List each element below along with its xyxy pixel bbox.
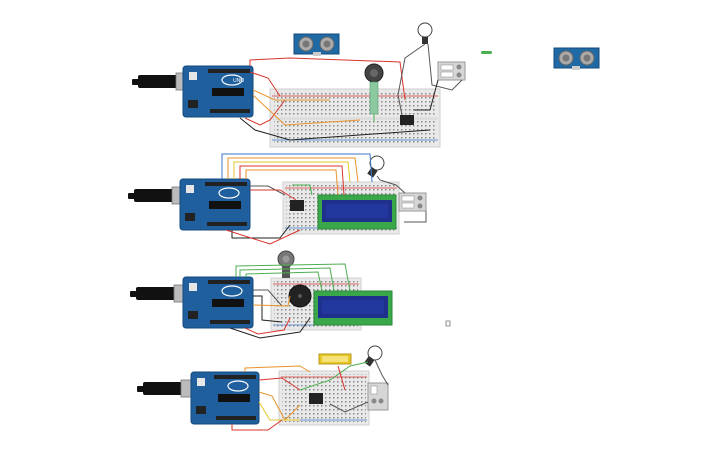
wires-4 — [231, 359, 389, 431]
breadboard-1[interactable] — [269, 88, 441, 148]
small-part[interactable] — [445, 320, 451, 327]
ic-chip-3[interactable] — [309, 393, 323, 404]
light-bulb-1[interactable] — [417, 22, 433, 44]
arduino-uno-4[interactable] — [190, 371, 260, 425]
potentiometer-2[interactable] — [277, 250, 295, 278]
usb-cable-4 — [137, 379, 196, 398]
circuit-2 — [128, 153, 427, 245]
arduino-uno-2[interactable] — [179, 178, 251, 231]
lcd-16x2-2[interactable] — [313, 290, 393, 326]
circuit-4 — [137, 345, 389, 431]
breadboard-4[interactable] — [278, 370, 370, 426]
relay-1[interactable] — [437, 61, 466, 81]
green-led[interactable] — [481, 51, 492, 54]
arduino-logo-text: UNO — [233, 78, 244, 84]
arduino-uno-1[interactable]: UNO — [182, 65, 254, 118]
wires-2 — [221, 153, 427, 245]
lcd-16x2-1[interactable] — [317, 194, 397, 230]
lcd-small[interactable] — [318, 353, 352, 365]
wires-3 — [229, 263, 351, 339]
ultrasonic-sensor-2[interactable] — [553, 47, 600, 70]
circuit-3 — [130, 250, 393, 339]
light-bulb-2[interactable] — [367, 155, 385, 178]
relay-3[interactable] — [367, 382, 389, 411]
relay-2[interactable] — [398, 192, 427, 212]
wires-1 — [239, 43, 463, 141]
usb-cable-1 — [132, 72, 191, 91]
ultrasonic-sensor-1[interactable] — [293, 33, 340, 56]
ic-chip-1[interactable] — [400, 115, 414, 125]
ic-chip-2[interactable] — [290, 200, 304, 211]
circuit-1: UNO — [132, 22, 466, 148]
usb-cable-2 — [128, 186, 187, 205]
piezo-buzzer[interactable] — [288, 284, 312, 308]
light-bulb-3[interactable] — [364, 345, 383, 367]
potentiometer-1[interactable] — [364, 63, 384, 115]
usb-cable-3 — [130, 284, 189, 303]
arduino-uno-3[interactable] — [182, 276, 254, 329]
